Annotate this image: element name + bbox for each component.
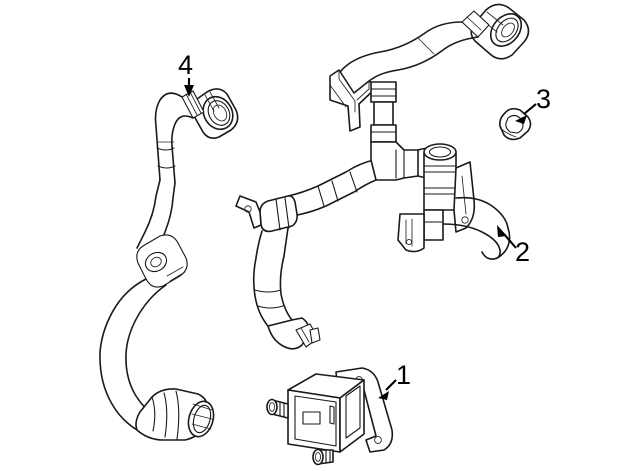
manifold-lower-connector [267, 317, 321, 350]
callout-label-3: 3 [536, 84, 551, 114]
left-hose-lower-connector [135, 388, 215, 441]
callout-3-leader [515, 103, 537, 124]
left-hose-quick-connect [181, 88, 239, 139]
manifold-center-tee [370, 141, 419, 181]
manifold-lower-bracket [397, 209, 444, 253]
callout-label-4: 4 [178, 50, 193, 80]
manifold-upper-quick-connect [461, 3, 530, 60]
manifold-left-collar [235, 195, 298, 259]
part-manifold-hose-assembly [235, 3, 530, 350]
callout-label-2: 2 [515, 237, 530, 267]
manifold-upright-port [423, 143, 457, 211]
callout-4-leader [184, 78, 194, 97]
callout-1-leader [378, 379, 397, 400]
part-plug-grommet [499, 107, 532, 141]
part-left-hose [99, 88, 239, 441]
callout-label-1: 1 [396, 360, 411, 390]
left-hose-mid-bracket [136, 179, 188, 288]
callout-2-leader [497, 225, 517, 249]
part-oil-cooler [266, 367, 394, 466]
oil-cooler-lower-port [312, 448, 334, 466]
oil-cooler-upper-port [266, 398, 289, 419]
manifold-y-bracket [329, 69, 379, 132]
